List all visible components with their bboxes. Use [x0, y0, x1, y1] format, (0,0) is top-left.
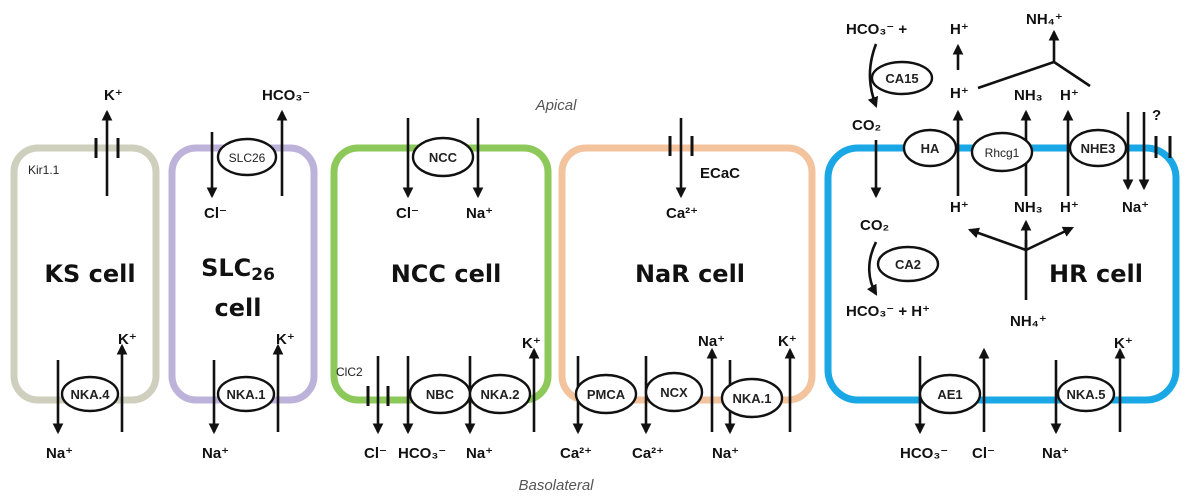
- nka5-label: NKA.5: [1066, 387, 1105, 402]
- ncc-na: Na⁺: [466, 205, 493, 222]
- slc-cl: Cl⁻: [204, 205, 227, 222]
- ks-na-baso: Na⁺: [46, 445, 73, 462]
- hr-h-mid: H⁺: [950, 85, 969, 102]
- ks-cell-name: KS cell: [44, 260, 135, 288]
- ks-apical-kir-channel: [94, 109, 120, 196]
- hr-na-side: Na⁺: [1122, 199, 1149, 216]
- nar-k-baso: K⁺: [778, 333, 797, 350]
- nka4-label: NKA.4: [70, 387, 110, 402]
- hr-cl-baso: Cl⁻: [972, 445, 995, 462]
- ks-k-apical: K⁺: [104, 87, 123, 104]
- kir-label: Kir1.1: [28, 163, 60, 177]
- nhe3-label: NHE3: [1081, 141, 1116, 156]
- hr-hco3-baso: HCO₃⁻: [900, 445, 948, 462]
- nka2-label: NKA.2: [480, 387, 519, 402]
- ca2-label: CA2: [895, 257, 921, 272]
- ecac-label: ECaC: [700, 165, 740, 182]
- apical-label: Apical: [535, 97, 578, 114]
- hr-ae1-exchanger: [914, 347, 990, 435]
- nar-na-baso: Na⁺: [698, 333, 725, 350]
- nar-na-nka: Na⁺: [712, 445, 739, 462]
- nka1b-label: NKA.1: [732, 391, 771, 406]
- ncx-label: NCX: [660, 385, 688, 400]
- slc26-cell-name-main: SLC: [201, 254, 251, 282]
- ncc-k-baso: K⁺: [522, 335, 541, 352]
- hr-q: ?: [1152, 107, 1161, 124]
- ks-k-baso: K⁺: [118, 331, 137, 348]
- hr-nh4-top: NH₄⁺: [1026, 11, 1063, 28]
- ha-label: HA: [921, 141, 940, 156]
- slc26-nka1-pump: [208, 343, 284, 435]
- hr-h-low: H⁺: [950, 199, 969, 216]
- nar-ecac-channel: [668, 118, 694, 199]
- ncc-cell-name: NCC cell: [391, 260, 502, 288]
- ncc-cotransporter: [402, 118, 484, 199]
- ncc-label: NCC: [429, 150, 458, 165]
- slc26-cell-name-line2: cell: [215, 294, 262, 322]
- ca15-label: CA15: [885, 71, 918, 86]
- slc-k-baso: K⁺: [276, 331, 295, 348]
- hr-nka5-pump: [1050, 347, 1126, 435]
- nar-cell-name: NaR cell: [635, 260, 745, 288]
- ae1-label: AE1: [937, 387, 962, 402]
- ncc-cl: Cl⁻: [396, 205, 419, 222]
- ks-nka4-pump: [52, 343, 128, 435]
- ncc-nbc-nka2: [402, 347, 540, 435]
- nbc-label: NBC: [426, 387, 455, 402]
- hr-hco3-inner: HCO₃⁻ + H⁺: [846, 303, 930, 320]
- ncc-na-baso: Na⁺: [466, 445, 493, 462]
- hr-ammonia-split: [977, 29, 1091, 90]
- hr-nh4-split: [967, 219, 1074, 300]
- nar-ca: Ca²⁺: [666, 205, 698, 222]
- hr-ca2-enzyme: [866, 241, 940, 296]
- hr-cell-name: HR cell: [1049, 260, 1143, 288]
- slc-hco3: HCO₃⁻: [262, 87, 310, 104]
- hr-co2-b: CO₂: [860, 217, 889, 234]
- hr-hco3-top: HCO₃⁻ +: [846, 21, 907, 38]
- slc-na-baso: Na⁺: [202, 445, 229, 462]
- hr-co2-a: CO₂: [852, 117, 881, 134]
- slc26-cell-name: SLC26: [201, 254, 275, 285]
- ncc-hco3-baso: HCO₃⁻: [398, 445, 446, 462]
- ncc-clc2-channel: [366, 356, 390, 435]
- hr-nh3-mid: NH₃: [1014, 87, 1043, 104]
- hr-nh3-low: NH₃: [1014, 199, 1043, 216]
- ncc-cl-baso: Cl⁻: [364, 445, 387, 462]
- nar-ca-ncx: Ca²⁺: [632, 445, 664, 462]
- slc26-exchanger: [206, 109, 288, 199]
- basolateral-label: Basolateral: [518, 477, 594, 494]
- hr-h-mid2: H⁺: [1060, 87, 1079, 104]
- hr-ca15-enzyme: [867, 43, 934, 109]
- hr-h-top: H⁺: [950, 21, 969, 38]
- pmca-label: PMCA: [587, 387, 626, 402]
- hr-apical-transporters: [902, 109, 1172, 196]
- nar-ca-pmca: Ca²⁺: [560, 445, 592, 462]
- hr-h-low2: H⁺: [1060, 199, 1079, 216]
- slc26-cell-name-sub: 26: [251, 265, 275, 285]
- slc26-label: SLC26: [229, 151, 266, 165]
- clc2-label: ClC2: [336, 365, 363, 379]
- hr-nh4-inner: NH₄⁺: [1010, 313, 1047, 330]
- hr-na-baso: Na⁺: [1042, 445, 1069, 462]
- nka1a-label: NKA.1: [226, 387, 265, 402]
- nar-basolateral-transporters: [572, 347, 796, 435]
- hr-k-baso: K⁺: [1114, 335, 1133, 352]
- rhcg1-label: Rhcg1: [985, 146, 1020, 160]
